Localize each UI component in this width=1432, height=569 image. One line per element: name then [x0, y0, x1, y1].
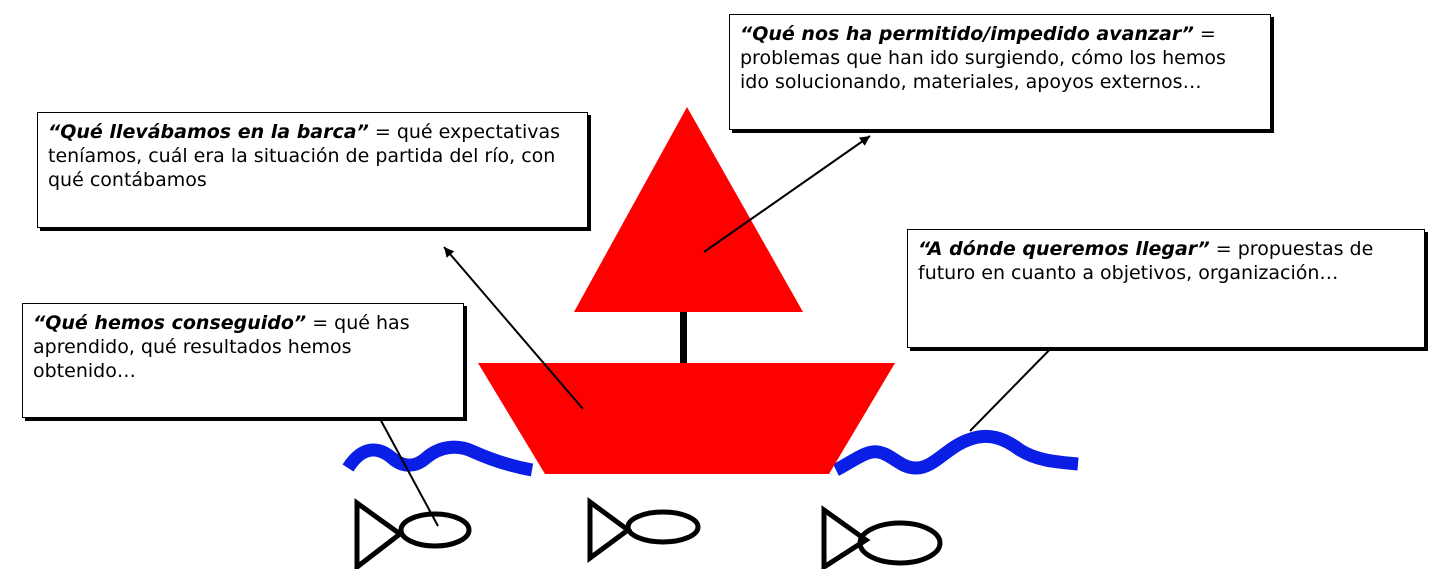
fish-3 [821, 505, 943, 569]
callout-conseguido-body: qué has aprendido, qué resultados hemos … [33, 312, 410, 382]
callout-barca: “Qué llevábamos en la barca” = qué expec… [37, 112, 588, 228]
callout-llegar: “A dónde queremos llegar” = propuestas d… [907, 229, 1425, 348]
boat-sail [574, 107, 803, 312]
callout-llegar-body: propuestas de futuro en cuanto a objetiv… [918, 238, 1374, 284]
callout-avanzar: “Qué nos ha permitido/impedido avanzar” … [729, 14, 1271, 130]
arrow-to-llegar-callout [969, 334, 1065, 432]
boat-hull [478, 363, 895, 474]
boat-mast [680, 311, 687, 366]
callout-conseguido-title: “Qué hemos conseguido” [33, 312, 307, 334]
arrow-to-avanzar-callout [703, 135, 871, 253]
callout-conseguido-equals: = [306, 312, 335, 334]
water-wave-right [832, 429, 1079, 476]
callout-barca-equals: = [368, 121, 397, 143]
callout-llegar-equals: = [1209, 238, 1238, 260]
callout-conseguido: “Qué hemos conseguido” = qué has aprendi… [22, 303, 464, 418]
callout-barca-title: “Qué llevábamos en la barca” [48, 121, 369, 143]
arrow-to-hull [443, 246, 584, 410]
callout-llegar-title: “A dónde queremos llegar” [918, 238, 1210, 260]
fish-1 [354, 498, 472, 569]
callout-avanzar-equals: = [1193, 23, 1216, 45]
callout-avanzar-title: “Qué nos ha permitido/impedido avanzar” [740, 23, 1194, 45]
water-wave-left [342, 440, 534, 477]
fish-2 [587, 497, 701, 563]
callout-barca-body: qué expectativas teníamos, cuál era la s… [48, 121, 561, 191]
callout-avanzar-body: problemas que han ido surgiendo, cómo lo… [740, 47, 1226, 93]
arrow-to-conseguido-callout [371, 403, 439, 527]
